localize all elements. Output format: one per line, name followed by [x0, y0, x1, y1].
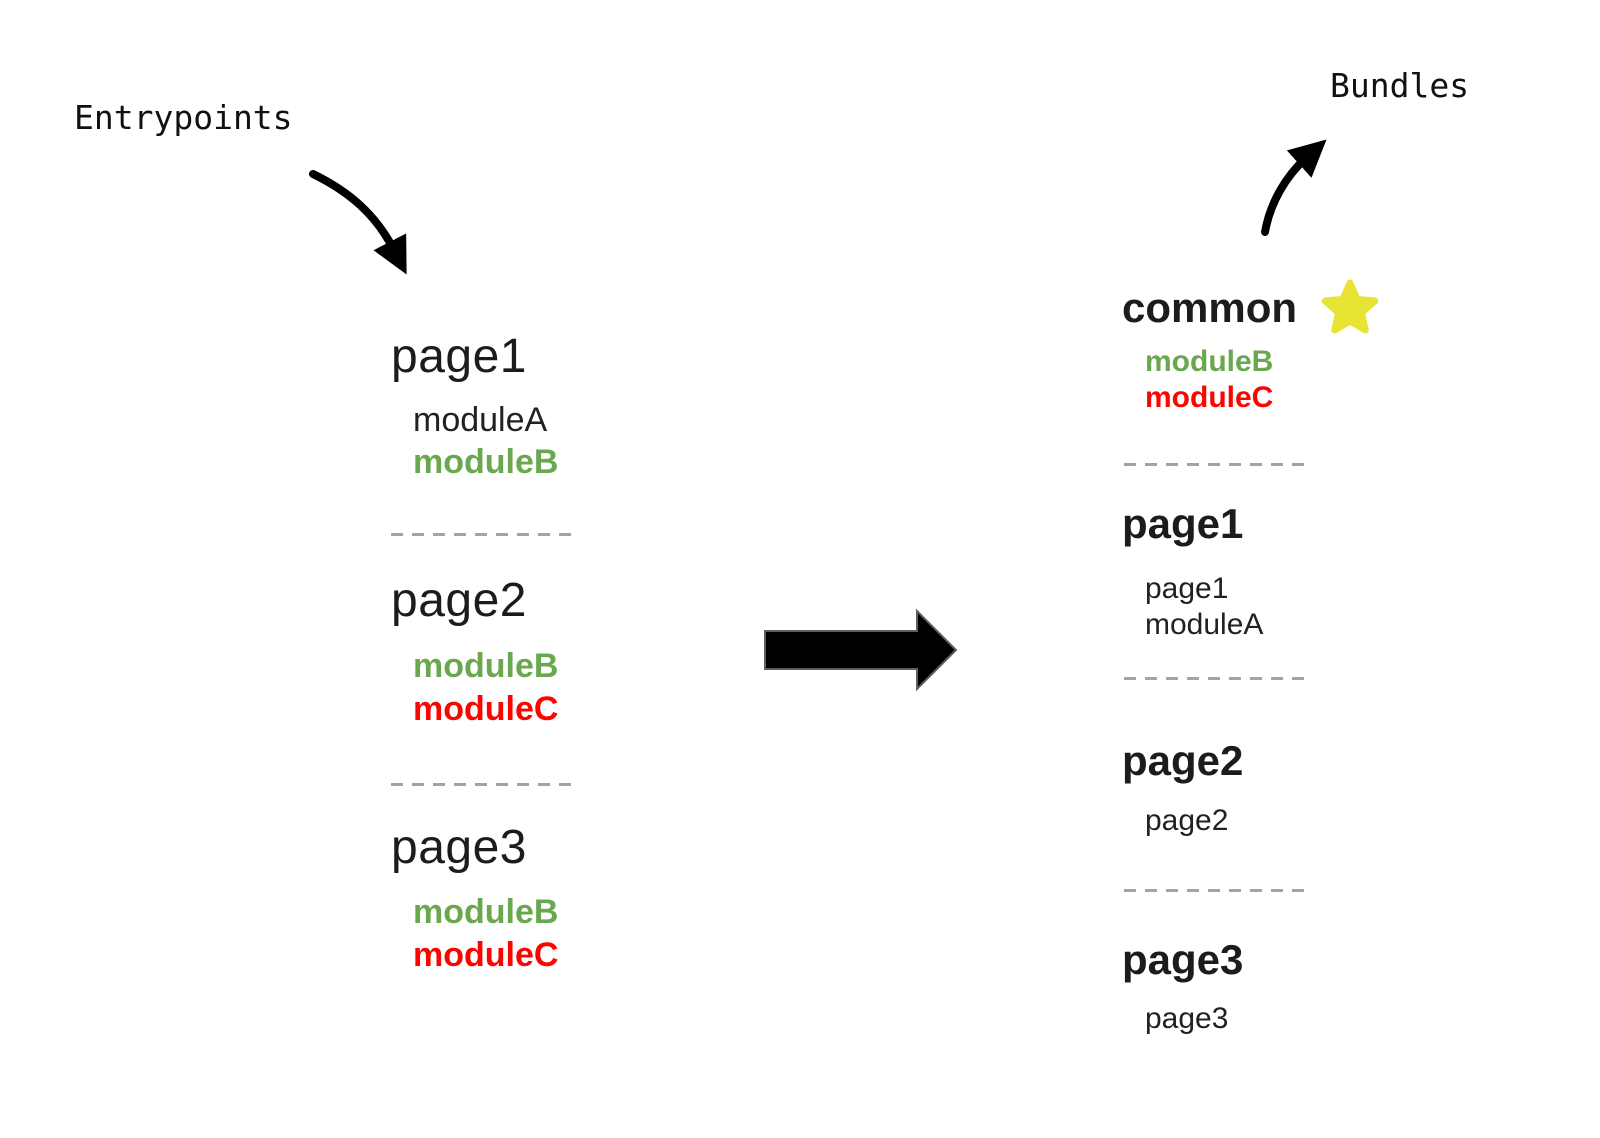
bundle-page3-title: page3 — [1122, 936, 1244, 983]
bundle-common-title: common — [1122, 279, 1379, 337]
entrypoints-divider — [391, 783, 571, 786]
entrypoint-page2-module: moduleC — [413, 690, 559, 728]
bundle-page1-title: page1 — [1122, 500, 1244, 547]
entrypoint-page1-title: page1 — [391, 330, 527, 383]
bundle-page3-module: page3 — [1145, 1002, 1229, 1035]
bundles-label: Bundles — [1330, 66, 1470, 105]
bundles-divider — [1124, 677, 1304, 680]
entrypoint-page1-module: moduleA — [413, 401, 548, 439]
bundle-common-module: moduleC — [1145, 381, 1274, 414]
entrypoints-label: Entrypoints — [74, 98, 293, 137]
bundle-page1-module: page1 — [1145, 572, 1229, 605]
bundle-page2-module: page2 — [1145, 804, 1229, 837]
bundle-page2-title: page2 — [1122, 737, 1244, 784]
entrypoint-page3-title: page3 — [391, 821, 527, 874]
entrypoints-curved-arrow-icon — [309, 170, 407, 275]
entrypoints-divider — [391, 533, 571, 536]
entrypoint-page2-module: moduleB — [413, 647, 559, 685]
star-icon — [1321, 279, 1379, 337]
bundle-page1-module: moduleA — [1145, 608, 1264, 641]
bundles-divider — [1124, 463, 1304, 466]
entrypoint-page1-module: moduleB — [413, 443, 559, 481]
bundles-curved-arrow-icon — [1261, 139, 1327, 236]
entrypoint-page2-title: page2 — [391, 574, 527, 627]
entrypoint-page3-module: moduleC — [413, 936, 559, 974]
bundle-common-title-text: common — [1122, 283, 1298, 331]
right-arrow-icon — [764, 608, 958, 692]
bundles-divider — [1124, 889, 1304, 892]
bundle-common-module: moduleB — [1145, 345, 1274, 378]
entrypoint-page3-module: moduleB — [413, 893, 559, 931]
